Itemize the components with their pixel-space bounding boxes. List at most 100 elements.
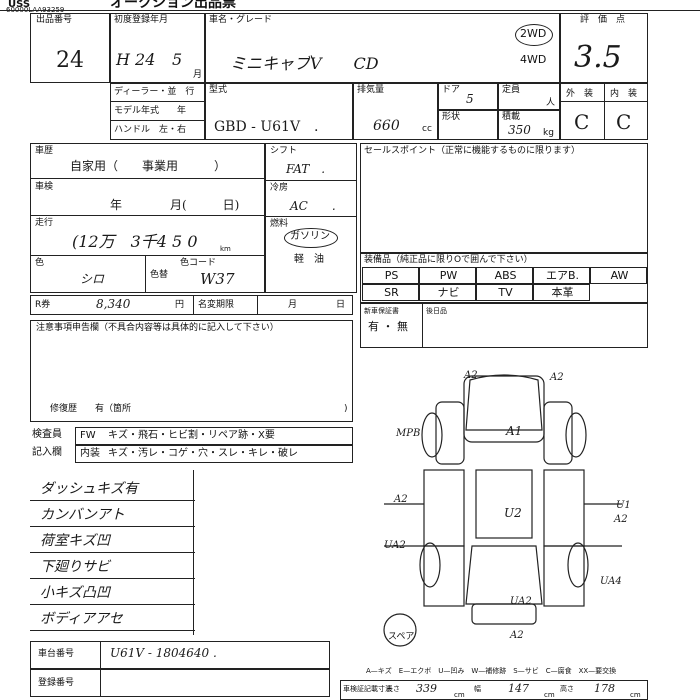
lot-value: 24 (56, 48, 84, 73)
reg-no-divider (100, 669, 101, 697)
color-change-label: 色替 (150, 270, 169, 280)
expiry-month: 月 (288, 300, 298, 310)
note-underline (30, 526, 195, 527)
drive-4wd: 4WD (520, 53, 547, 66)
equipment-cell: SR (362, 284, 419, 301)
mark-a2-4: A2 (614, 514, 628, 525)
repair-label: 修復歴 有（箇所 (50, 404, 132, 414)
width-unit: cm (544, 691, 555, 699)
interior-line: キズ・汚レ・コゲ・穴・スレ・キレ・破レ (108, 448, 298, 459)
expiry-label: 名変期限 (198, 300, 235, 310)
disp-unit: cc (422, 124, 432, 134)
capacity-unit: 人 (546, 98, 556, 108)
warranty-label: 新車保証書 (364, 307, 399, 315)
category-value: 自家用（ 事業用 ） (70, 159, 227, 173)
color-no-value: W37 (200, 270, 235, 288)
mark-u1: U1 (616, 500, 631, 511)
chassis-label: 車台番号 (38, 649, 75, 659)
length-unit: cm (454, 691, 465, 699)
left-side-front (423, 469, 465, 547)
expiry-divider (257, 295, 258, 315)
history-rule-1 (30, 178, 265, 179)
inspector-row-interior (75, 445, 353, 463)
reg-year-value: H 24 (116, 50, 156, 69)
fw-label: FW (80, 430, 96, 441)
score-box (560, 13, 648, 83)
load-box (498, 110, 560, 140)
r-ticket-box (30, 295, 353, 315)
equipment-label: 装備品（純正品に限りOで囲んで下さい） (364, 255, 533, 265)
load-unit: kg (543, 128, 554, 138)
interior-label: 内 装 (610, 89, 638, 99)
mark-mpb: MPB (396, 428, 421, 439)
size-label: 車検証記載寸法 (343, 685, 392, 693)
r-unit: 円 (175, 300, 185, 310)
roof-panel (475, 469, 533, 539)
inspector-note: 荷室キズ凹 (40, 533, 110, 549)
equipment-cell: エアB. (533, 267, 590, 284)
color-label: 色 (35, 258, 45, 268)
door-label: ドア (442, 85, 461, 95)
spare-label: スペア (388, 632, 415, 642)
expiry-day: 日 (336, 300, 346, 310)
shift-label: シフト (270, 146, 298, 156)
ac-value: AC . (290, 199, 336, 213)
model-year-label: モデル年式 年 (114, 106, 187, 116)
drive-2wd: 2WD (520, 27, 547, 40)
inspector-row-exterior (75, 427, 353, 445)
interior-value: C (616, 110, 632, 134)
equipment-cell: TV (476, 284, 533, 301)
header-rule (0, 10, 700, 11)
diesel-value: 軽 油 (294, 254, 324, 265)
header-logo: USS (8, 0, 31, 10)
equipment-cell: ABS (476, 267, 533, 284)
rear-panel (465, 545, 543, 605)
mark-ua4: UA4 (600, 576, 622, 587)
capacity-box (498, 83, 560, 110)
equipment-item: AW (610, 269, 629, 282)
height-unit: cm (630, 691, 641, 699)
diagram-legend: A—キズ E—エクボ U—凹み W—補修跡 S—サビ C—腐食 XX—要交換 (366, 667, 617, 675)
notes-label: 注意事項申告欄（不具合内容等は具体的に記入して下さい） (36, 323, 279, 333)
reg-date-box (110, 13, 205, 83)
inspector-label: 検査員 (32, 429, 62, 440)
dealer-label: ディーラー・並 行 (114, 87, 195, 97)
exterior-line: キズ・飛石・ヒビ割・リペア跡・X要 (108, 430, 275, 441)
disp-box (353, 83, 438, 140)
score-label: 評 価 点 (580, 15, 626, 25)
inspection-value: 年 月( 日) (110, 198, 240, 212)
spare-tire (383, 613, 417, 647)
equipment-cell: 本革 (533, 284, 590, 301)
equipment-cell: ナビ (419, 284, 476, 301)
model-label: 車名・グレード (209, 15, 273, 25)
mileage-unit: km (220, 245, 231, 253)
front-left-fender (435, 401, 465, 465)
equipment-basic-block (265, 143, 357, 293)
load-value: 350 (508, 123, 531, 137)
chassis-value: U61V - 1804640 . (110, 646, 217, 660)
mark-ua2-1: UA2 (384, 540, 406, 551)
color-no-label: 色コード (180, 258, 217, 268)
equipment-cell: PS (362, 267, 419, 284)
note-underline (30, 552, 195, 553)
fuel-value: ガソリン (290, 231, 330, 242)
fuel-circle (284, 228, 338, 248)
handle-label: ハンドル 左・右 (114, 125, 187, 135)
door-value: 5 (466, 92, 474, 106)
note-underline (30, 578, 195, 579)
selling-points-label: セールスポイント（正常に機能するものに限ります） (364, 146, 581, 156)
dealer-rule-1 (110, 101, 205, 102)
inspection-label: 車検 (35, 182, 54, 192)
dealer-rule-2 (110, 120, 205, 121)
equipment-cell: PW (419, 267, 476, 284)
interior-row-label: 内装 (80, 448, 100, 459)
type-value: GBD - U61V . (214, 119, 319, 135)
mileage-label: 走行 (35, 218, 54, 228)
r-value: 8,340 (96, 297, 131, 311)
height-label: 高さ (560, 685, 574, 693)
drive-2wd-circle (515, 24, 553, 46)
history-rule-3 (30, 255, 265, 256)
mid-rule-2 (265, 216, 357, 217)
ext-int-rule (560, 101, 648, 102)
